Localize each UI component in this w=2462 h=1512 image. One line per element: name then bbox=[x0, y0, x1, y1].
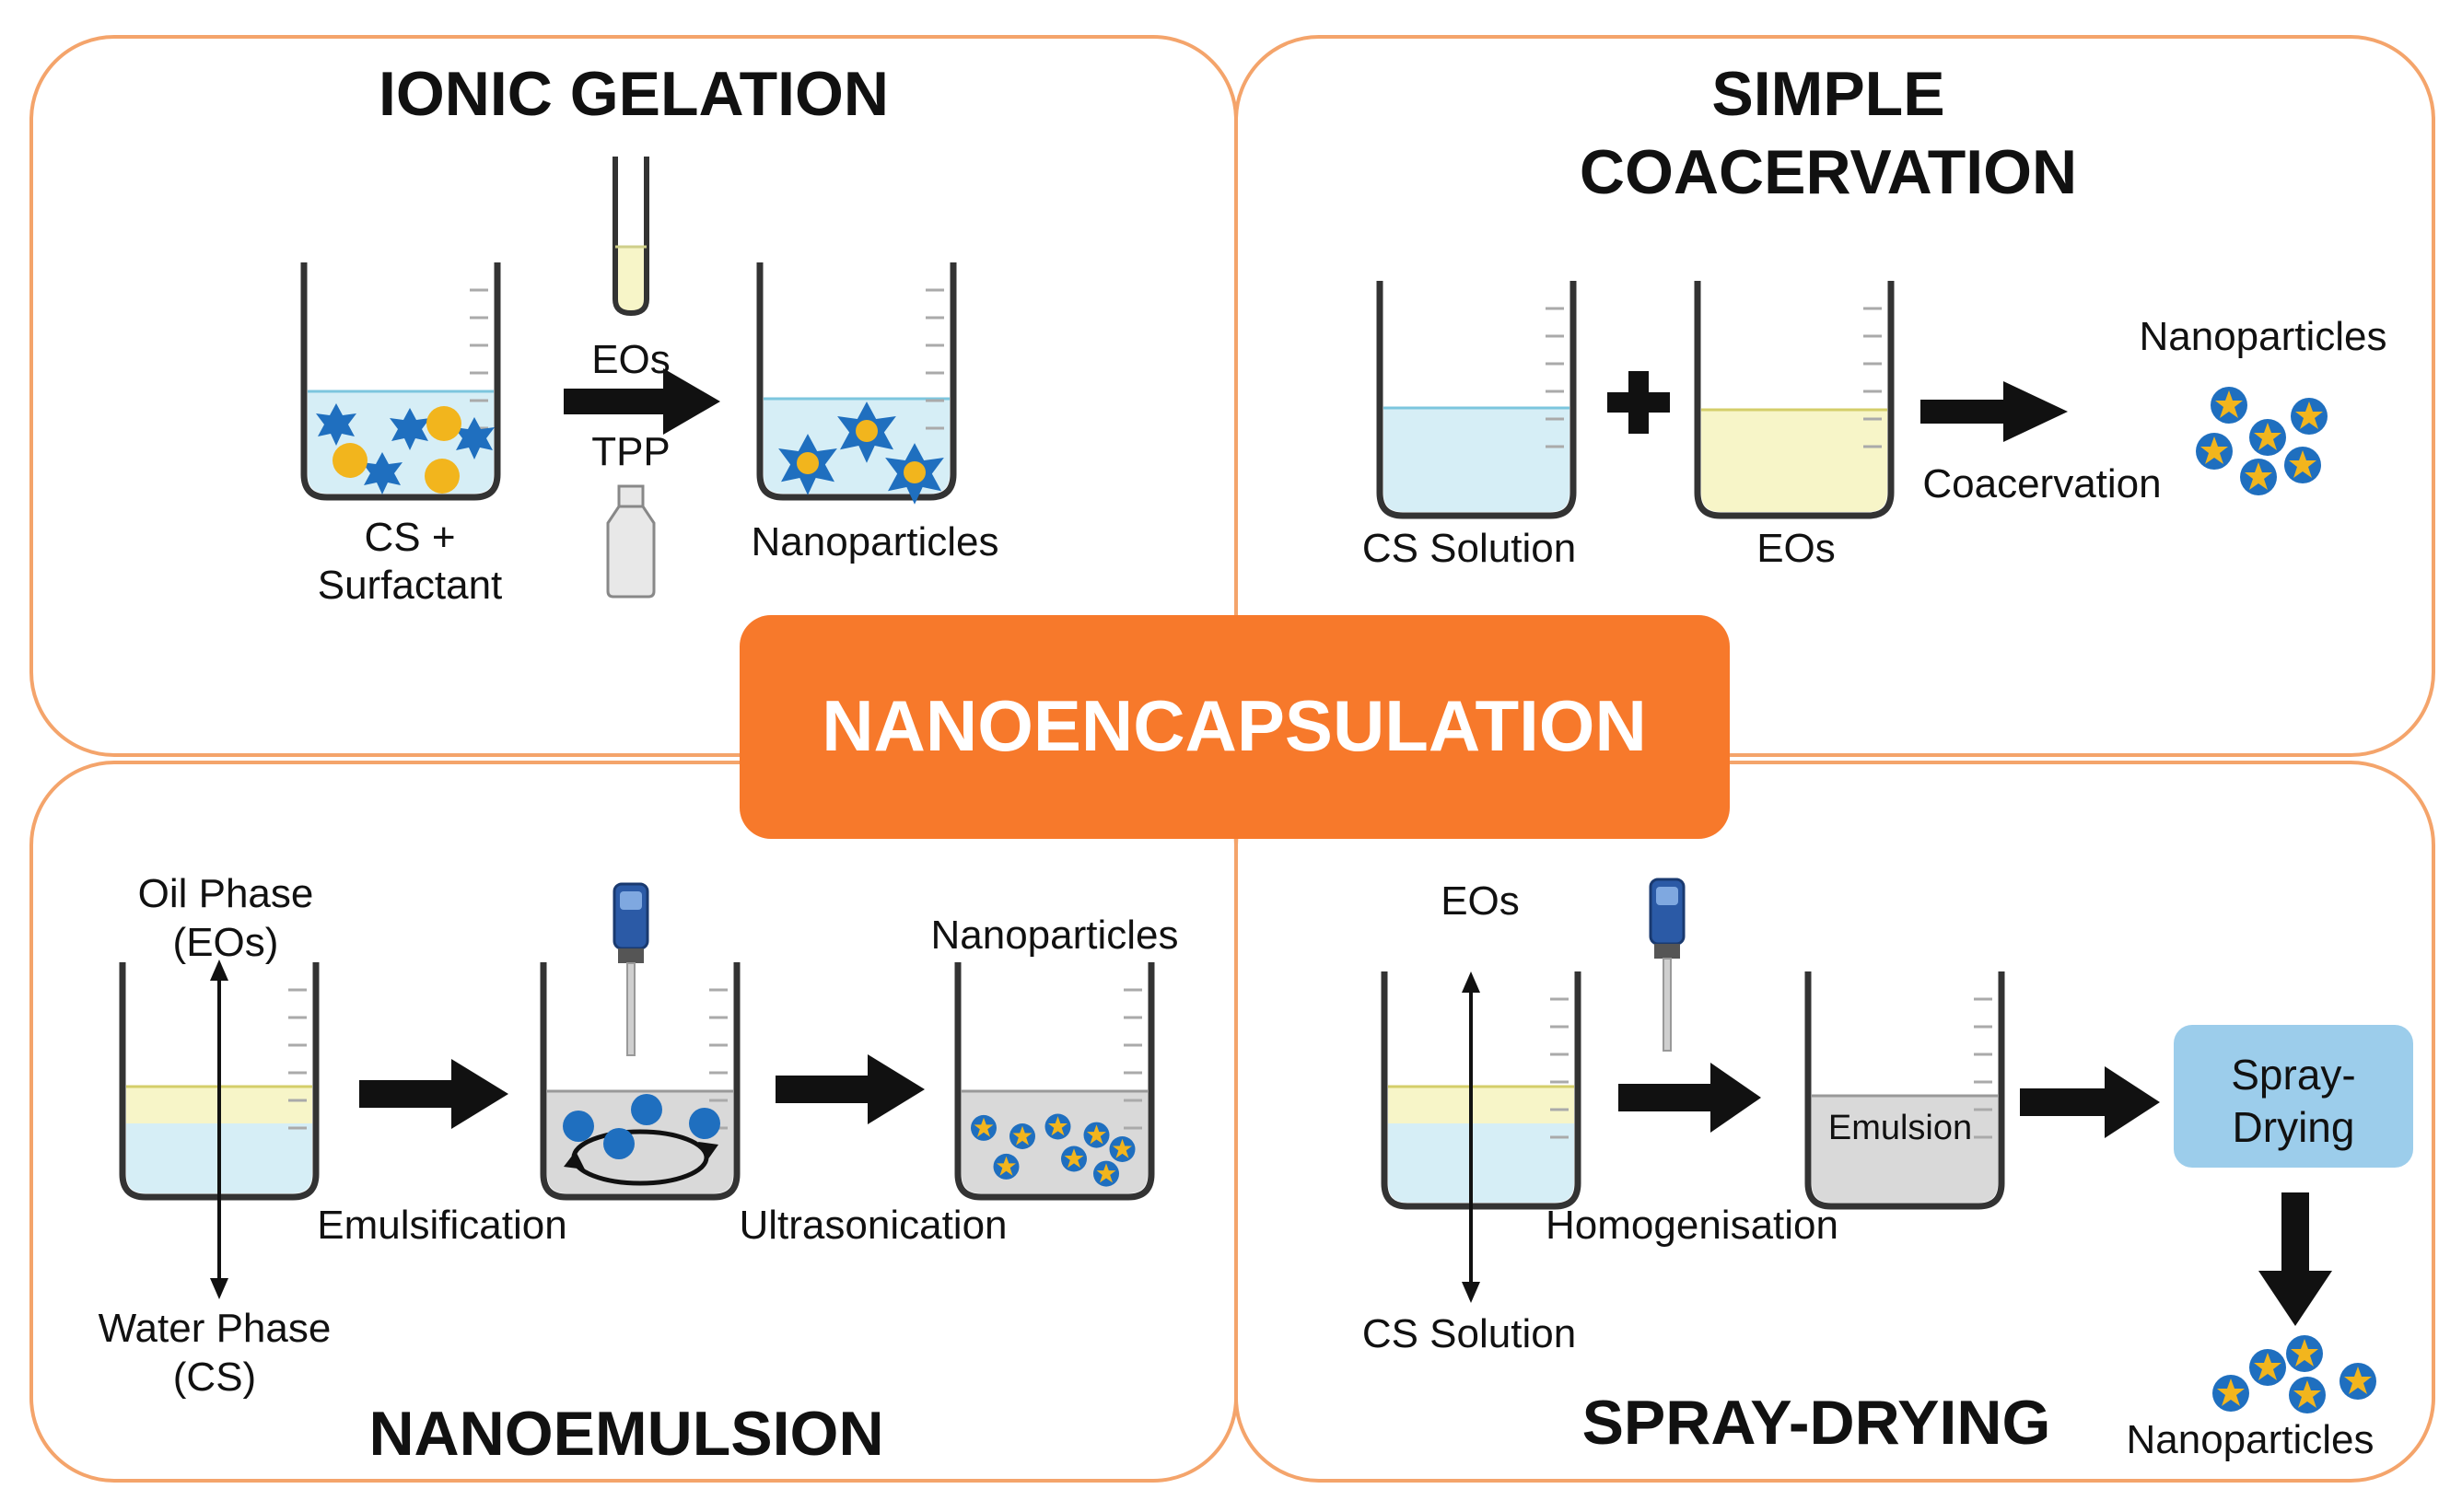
coacervation-beaker-eos bbox=[1698, 281, 1891, 516]
arrow-icon bbox=[359, 1059, 508, 1129]
coacervation-product: Nanoparticles bbox=[2139, 314, 2386, 359]
panel-simple-coacervation bbox=[1234, 35, 2435, 757]
spray-step-1: Homogenisation bbox=[1546, 1203, 1838, 1248]
nanoemulsion-oil-phase-2: (EOs) bbox=[173, 920, 279, 965]
nanoemulsion-beaker-emulsify bbox=[543, 962, 737, 1197]
arrow-icon bbox=[1920, 381, 2068, 442]
bottle-icon bbox=[606, 484, 656, 599]
test-tube-icon bbox=[613, 157, 649, 317]
nanoparticle-cluster-icon bbox=[2196, 387, 2328, 495]
plus-icon bbox=[1607, 371, 1670, 434]
nanoemulsion-beaker-product bbox=[958, 962, 1151, 1197]
ionic-beaker-label-1: CS + bbox=[364, 515, 455, 560]
coacervation-title-1: SIMPLE bbox=[1711, 59, 1944, 129]
ionic-product: Nanoparticles bbox=[751, 519, 998, 564]
center-title: NANOENCAPSULATION bbox=[822, 685, 1647, 766]
nanoemulsion-step-2: Ultrasonication bbox=[739, 1203, 1007, 1248]
phase-arrow-icon bbox=[1462, 971, 1480, 1303]
homogenizer-icon bbox=[613, 882, 649, 1057]
coacervation-beaker-1-label: CS Solution bbox=[1362, 526, 1576, 571]
panel-spray-drying bbox=[1234, 761, 2435, 1483]
phase-arrow-icon bbox=[210, 960, 228, 1299]
ionic-reagent-top: EOs bbox=[591, 337, 671, 382]
coacervation-beaker-2-label: EOs bbox=[1756, 526, 1836, 571]
ionic-beaker-left bbox=[304, 262, 497, 497]
spray-drying-box bbox=[2174, 1025, 2413, 1168]
center-banner bbox=[740, 615, 1730, 839]
homogenizer-icon bbox=[1649, 878, 1686, 1053]
spray-box-label-2: Drying bbox=[2233, 1103, 2355, 1151]
coacervation-beaker-cs bbox=[1380, 281, 1573, 516]
coacervation-title-2: COACERVATION bbox=[1580, 137, 2077, 207]
arrow-icon bbox=[2258, 1192, 2332, 1326]
nanoemulsion-water-phase-1: Water Phase bbox=[99, 1306, 332, 1351]
nanoemulsion-step-1: Emulsification bbox=[317, 1203, 566, 1248]
arrow-icon bbox=[564, 368, 720, 435]
spray-product: Nanoparticles bbox=[2126, 1417, 2374, 1462]
nanoemulsion-title: NANOEMULSION bbox=[368, 1399, 883, 1469]
coacervation-process: Coacervation bbox=[1922, 461, 2161, 506]
ionic-gelation-title: IONIC GELATION bbox=[379, 59, 889, 129]
nanoemulsion-product: Nanoparticles bbox=[930, 913, 1178, 958]
spray-beaker-emulsion bbox=[1808, 971, 2001, 1206]
spray-top-label: EOs bbox=[1441, 878, 1520, 924]
ionic-beaker-label-2: Surfactant bbox=[318, 563, 503, 608]
spray-drying-title: SPRAY-DRYING bbox=[1582, 1388, 2051, 1458]
spray-emulsion-label: Emulsion bbox=[1828, 1109, 1972, 1147]
nanoemulsion-water-phase-2: (CS) bbox=[173, 1355, 256, 1400]
arrow-icon bbox=[776, 1054, 925, 1124]
spray-bottom-label: CS Solution bbox=[1362, 1311, 1576, 1356]
spray-beaker-phases bbox=[1384, 971, 1578, 1206]
nanoemulsion-oil-phase-1: Oil Phase bbox=[138, 871, 314, 916]
arrow-icon bbox=[2020, 1066, 2160, 1138]
ionic-reagent-bottom: TPP bbox=[591, 429, 671, 474]
ionic-beaker-right bbox=[760, 262, 953, 505]
arrow-icon bbox=[1618, 1063, 1761, 1133]
spray-box-label-1: Spray- bbox=[2231, 1051, 2355, 1099]
nanoparticle-cluster-icon bbox=[2212, 1335, 2376, 1413]
